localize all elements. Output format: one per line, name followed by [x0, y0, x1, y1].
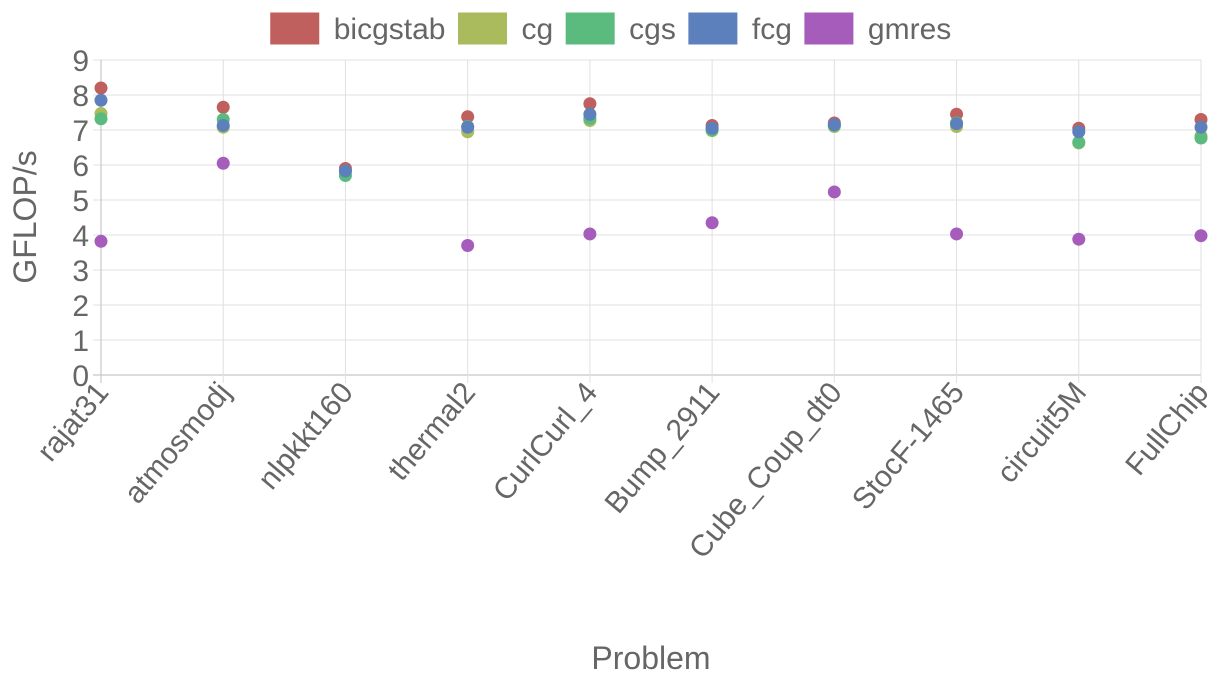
data-point	[950, 227, 964, 241]
data-point	[1194, 131, 1208, 145]
data-point	[1194, 120, 1208, 134]
data-points	[94, 81, 1208, 252]
data-point	[461, 239, 475, 252]
data-point	[1072, 135, 1086, 149]
legend-swatch	[269, 11, 321, 46]
y-tick-label: 5	[72, 185, 89, 218]
legend-swatch	[687, 11, 739, 46]
legend-item-bicgstab[interactable]: bicgstab	[269, 11, 446, 46]
series-gmres	[94, 156, 1208, 252]
legend-label: cg	[521, 13, 553, 46]
legend-swatch	[564, 11, 616, 46]
data-point	[1194, 229, 1208, 243]
data-point	[94, 81, 108, 95]
y-tick-label: 4	[72, 220, 89, 253]
x-tick-label: circuit5M	[991, 376, 1093, 489]
x-tick-label: thermal2	[382, 376, 482, 487]
data-point	[827, 118, 841, 132]
data-point	[705, 121, 719, 135]
y-tick-label: 0	[72, 360, 89, 393]
y-tick-label: 8	[72, 80, 89, 113]
legend-label: gmres	[868, 13, 951, 46]
y-tick-label: 3	[72, 255, 89, 288]
data-point	[705, 216, 719, 230]
legend-swatch	[456, 11, 508, 46]
legend-label: cgs	[629, 13, 676, 46]
data-point	[461, 120, 475, 134]
x-tick-label: nlpkkt160	[252, 376, 360, 496]
data-point	[583, 107, 597, 121]
data-point	[216, 100, 230, 114]
legend-item-cg[interactable]: cg	[456, 11, 553, 46]
data-point	[338, 164, 352, 178]
y-tick-label: 6	[72, 150, 89, 183]
data-point	[1072, 232, 1086, 246]
x-tick-label: atmosmodj	[118, 376, 238, 510]
data-point	[827, 185, 841, 199]
legend-label: bicgstab	[334, 13, 446, 46]
chart-legend: bicgstab cg cgs fcg gmres	[269, 11, 951, 46]
y-tick-label: 1	[72, 325, 89, 358]
x-tick-label: CurlCurl_4	[487, 376, 604, 507]
series-fcg	[94, 93, 1208, 178]
data-point	[950, 117, 964, 131]
legend-item-gmres[interactable]: gmres	[803, 11, 951, 46]
data-point	[94, 112, 108, 126]
data-point	[94, 93, 108, 107]
y-axis-title: GFLOP/s	[7, 150, 43, 283]
x-tick-label: Bump_2911	[599, 376, 727, 519]
legend-item-cgs[interactable]: cgs	[564, 11, 676, 46]
series-cgs	[94, 111, 1208, 182]
legend-label: fcg	[752, 13, 792, 46]
series-cg	[94, 107, 1208, 178]
data-point	[216, 118, 230, 132]
data-point	[583, 227, 597, 241]
data-point	[94, 234, 108, 248]
y-tick-label: 9	[72, 45, 89, 78]
data-point	[461, 110, 475, 124]
data-point	[583, 97, 597, 111]
data-point	[216, 156, 230, 170]
y-tick-label: 2	[72, 290, 89, 323]
x-tick-label: FullChip	[1119, 376, 1215, 482]
data-point	[1072, 125, 1086, 139]
legend-swatch	[803, 11, 855, 46]
legend-item-fcg[interactable]: fcg	[687, 11, 792, 46]
series-bicgstab	[94, 81, 1208, 175]
y-tick-label: 7	[72, 115, 89, 148]
x-tick-label: StocF-1465	[846, 376, 971, 516]
chart-grid	[93, 59, 1202, 383]
x-axis-title: Problem	[591, 640, 710, 676]
